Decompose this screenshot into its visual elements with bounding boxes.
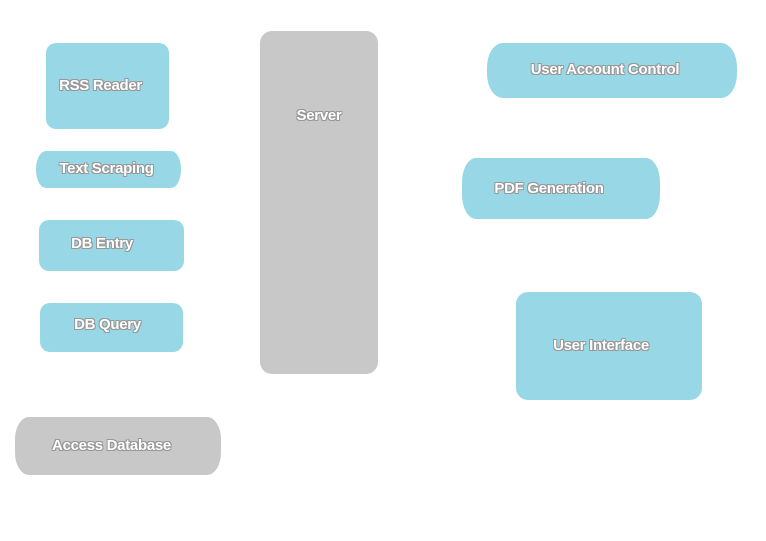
server-label: Server <box>296 107 342 124</box>
user-account-control-label: User Account Control <box>530 60 680 78</box>
user-interface-node: User Interface <box>516 292 702 400</box>
db-entry-node: DB Entry <box>39 220 184 271</box>
pdf-generation-node: PDF Generation <box>462 158 660 219</box>
db-query-label: DB Query <box>74 316 141 333</box>
db-entry-label: DB Entry <box>71 235 133 252</box>
server-node: Server <box>260 31 378 374</box>
user-account-control-node: User Account Control <box>487 43 737 98</box>
text-scraping-node: Text Scraping <box>36 151 181 188</box>
pdf-generation-label: PDF Generation <box>494 179 604 197</box>
rss-reader-node: RSS Reader <box>46 43 169 129</box>
access-database-label: Access Database <box>52 436 171 454</box>
rss-reader-label: RSS Reader <box>59 77 142 94</box>
access-database-node: Access Database <box>15 417 221 475</box>
text-scraping-label: Text Scraping <box>59 159 154 177</box>
db-query-node: DB Query <box>40 303 183 352</box>
user-interface-label: User Interface <box>553 337 649 354</box>
